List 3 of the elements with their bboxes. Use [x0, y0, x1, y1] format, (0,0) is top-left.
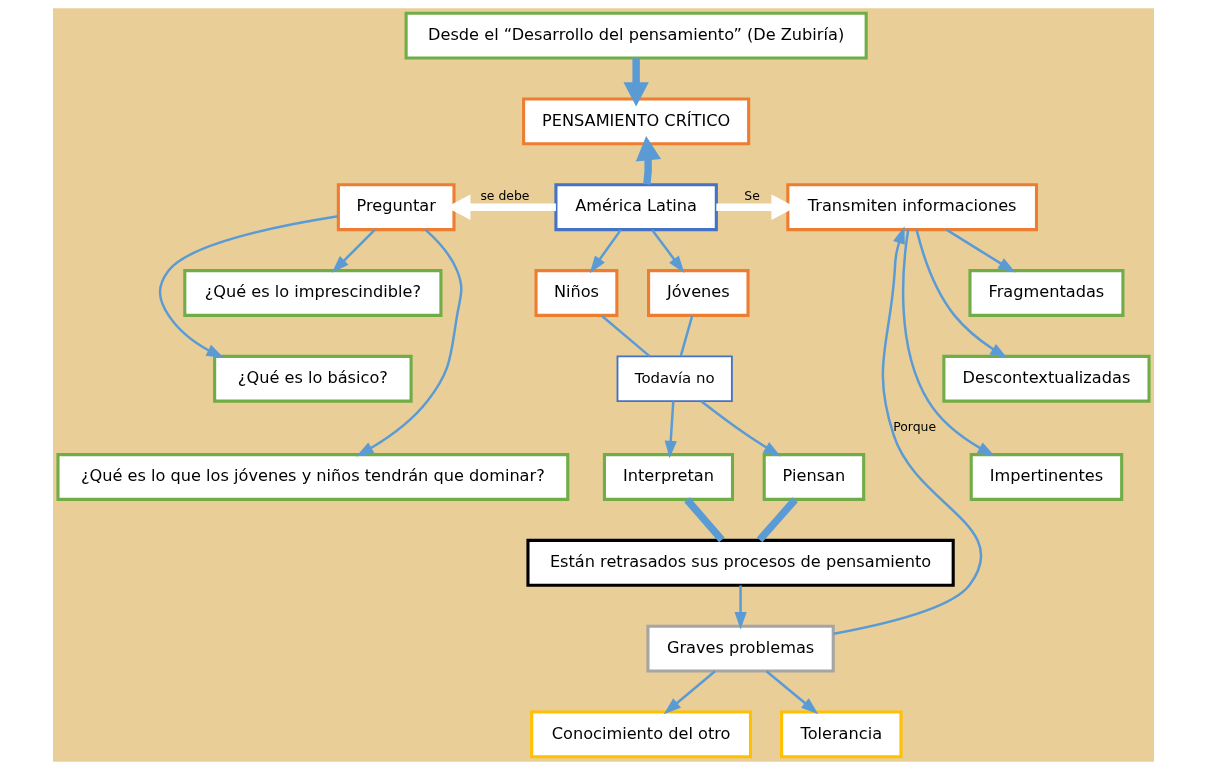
- edge-label: se debe: [480, 187, 530, 203]
- edge-label: Se: [744, 187, 760, 203]
- edge-label: Porque: [893, 419, 937, 434]
